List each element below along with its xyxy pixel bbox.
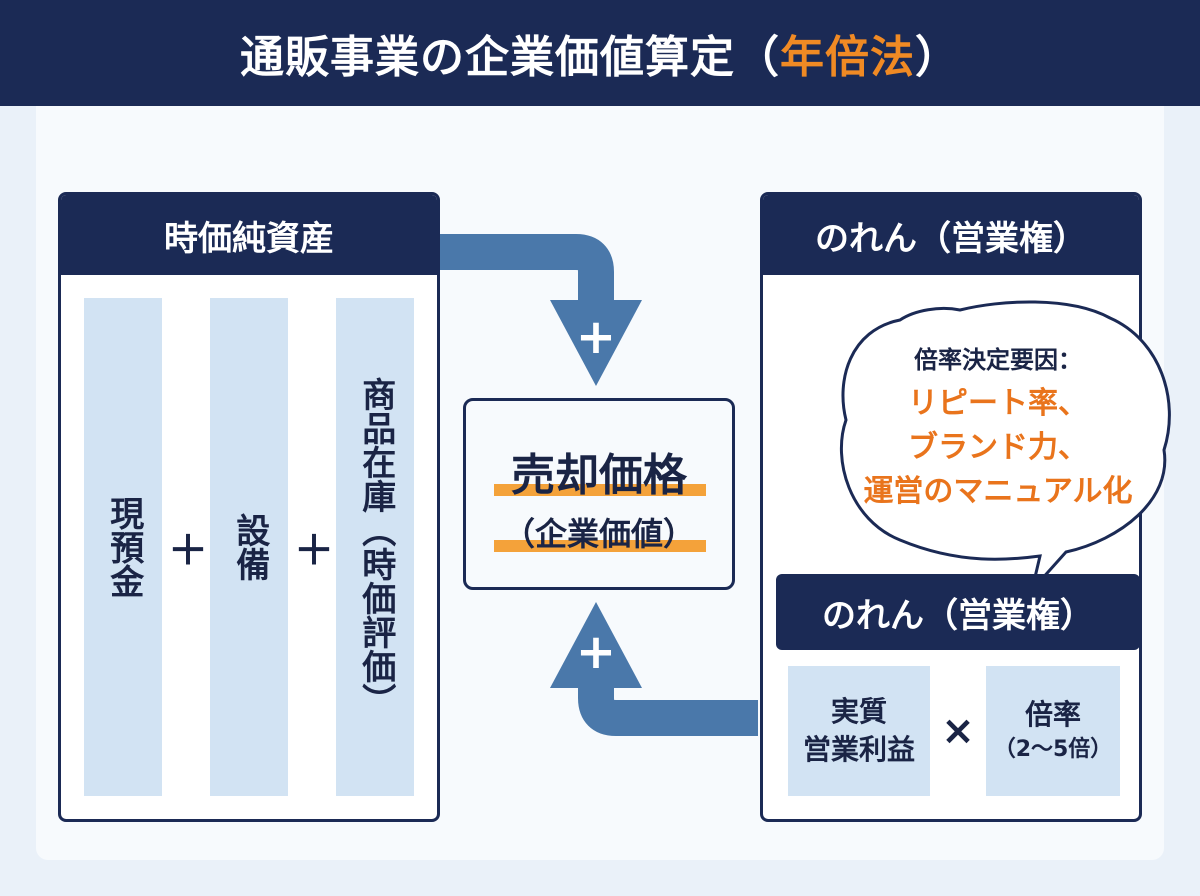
top-plus-sign: +	[576, 309, 616, 365]
multiplier-range: （2〜5倍）	[993, 737, 1113, 762]
sale-price-label: 売却価格	[511, 450, 687, 501]
cash-column: 現預金	[84, 298, 162, 796]
highlight-bar-main	[494, 484, 706, 496]
multiplier-box: 倍率 （2〜5倍）	[986, 666, 1120, 796]
sale-price-box: 売却価格 （企業価値）	[463, 398, 735, 590]
factor-brand-power: ブランド力、	[908, 430, 1088, 465]
bottom-plus-sign: +	[576, 624, 616, 680]
cash-label: 現預金	[103, 496, 144, 598]
operating-profit-line-2: 営業利益	[802, 733, 915, 766]
title-accent: 年倍法	[780, 32, 915, 83]
operating-profit-box: 実質 営業利益	[788, 666, 930, 796]
title-main: 通販事業の企業価値算定（	[240, 32, 780, 83]
multiply-operator: ×	[941, 708, 975, 754]
bottom-arrowhead	[550, 602, 642, 688]
factors-heading: 倍率決定要因：	[914, 346, 1082, 374]
enterprise-value-label: （企業価値）	[502, 515, 695, 553]
factor-operations-manual: 運営のマニュアル化	[863, 474, 1133, 509]
goodwill-subheader: のれん（営業権）	[776, 574, 1140, 650]
operating-profit-line-1: 実質	[830, 695, 887, 728]
top-connector	[440, 234, 614, 300]
plus-operator-1: ＋	[168, 528, 208, 574]
bottom-connector	[578, 680, 758, 736]
goodwill-header: のれん（営業権）	[763, 195, 1139, 275]
factor-repeat-rate: リピート率、	[908, 386, 1088, 421]
net-assets-header: 時価純資産	[61, 195, 437, 275]
highlight-bar-sub	[494, 540, 706, 552]
inventory-label: 商品在庫（時価評価）	[355, 377, 396, 717]
equipment-label: 設備	[229, 513, 270, 581]
multiplier-factors: 倍率決定要因： リピート率、 ブランド力、 運営のマニュアル化	[858, 338, 1138, 514]
speech-bubble-outline	[839, 300, 1171, 592]
equipment-column: 設備	[210, 298, 288, 796]
title-close: ）	[915, 32, 960, 83]
plus-operator-2: ＋	[294, 528, 334, 574]
multiplier-label: 倍率	[1024, 698, 1081, 731]
top-arrowhead	[550, 300, 642, 386]
page-title: 通販事業の企業価値算定（年倍法）	[0, 0, 1200, 106]
inventory-column: 商品在庫（時価評価）	[336, 298, 414, 796]
